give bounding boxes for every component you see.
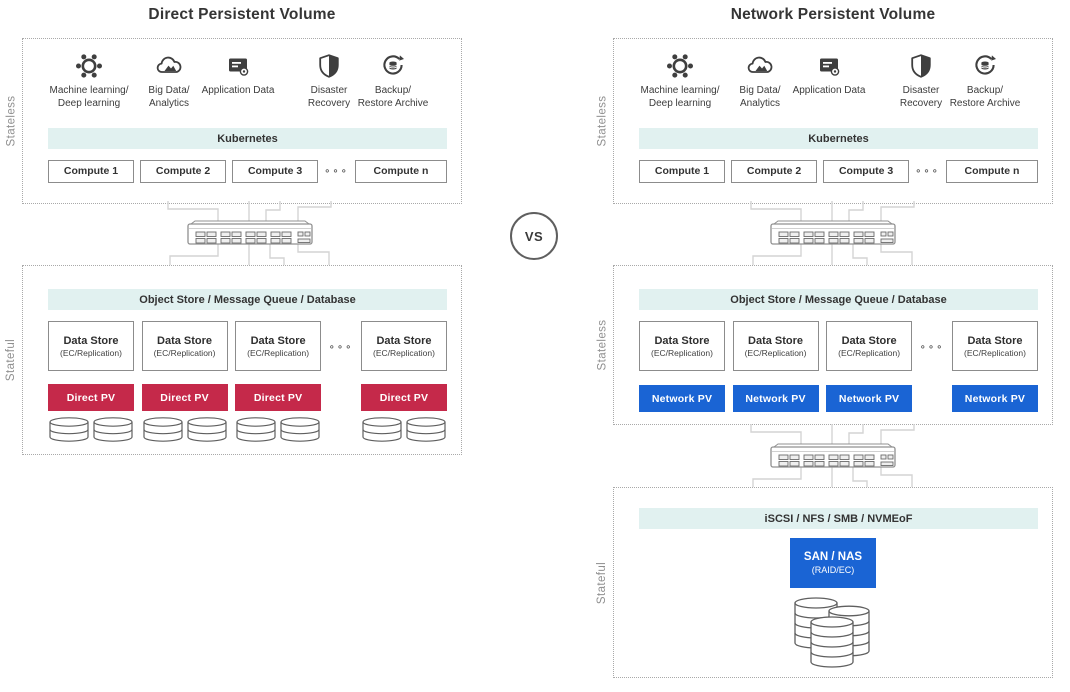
data-store-row: Data Store (EC/Replication) Network PV D… [639, 321, 1038, 412]
right-top-network-switch-icon [713, 200, 953, 266]
data-store-box: Data Store (EC/Replication) [639, 321, 725, 371]
backup-restore-icon [937, 52, 1033, 84]
compute-node-1: Compute 1 [639, 159, 725, 183]
left-stateful-label: Stateful [5, 338, 18, 382]
network-pv-box: Network PV [951, 385, 1038, 412]
workload-backup-restore: Backup/ Restore Archive [937, 52, 1033, 110]
store-ellipsis: ∘∘∘ [328, 342, 354, 353]
compute-node-n: Compute n [354, 159, 447, 183]
left-stateless-label: Stateless [5, 95, 17, 147]
workload-backup-restore: Backup/ Restore Archive [345, 52, 441, 110]
data-store-row: Data Store (EC/Replication) Direct PV Da… [48, 321, 447, 448]
data-store-box: Data Store (EC/Replication) [732, 321, 819, 371]
right-stateless-box: Machine learning/ Deep learning Big Data… [613, 38, 1053, 204]
workload-big-data: Big Data/ Analytics [712, 52, 808, 110]
direct-pv-box: Direct PV [48, 384, 134, 411]
vs-badge: VS [510, 212, 558, 260]
direct-pv-box: Direct PV [141, 384, 228, 411]
machine-learning-icon [632, 52, 728, 84]
storage-column: Data Store (EC/Replication) Direct PV [360, 321, 447, 448]
workload-disaster-recovery: Disaster Recovery [873, 52, 969, 110]
right-bottom-network-switch-icon [713, 423, 953, 489]
compute-node-2: Compute 2 [140, 159, 227, 183]
right-middle-box: Object Store / Message Queue / Database … [613, 265, 1053, 425]
application-data-icon [781, 52, 877, 84]
application-data-icon [190, 52, 286, 84]
direct-pv-box: Direct PV [235, 384, 322, 411]
storage-column: Data Store (EC/Replication) Network PV [639, 321, 725, 412]
workload-disaster-recovery: Disaster Recovery [281, 52, 377, 110]
big-data-icon [121, 52, 217, 84]
workload-application-data: Application Data [190, 52, 286, 97]
disaster-recovery-icon [873, 52, 969, 84]
storage-column: Data Store (EC/Replication) Network PV [732, 321, 819, 412]
data-store-box: Data Store (EC/Replication) [826, 321, 913, 371]
data-store-box: Data Store (EC/Replication) [235, 321, 322, 371]
left-stateful-box: Object Store / Message Queue / Database … [22, 265, 462, 455]
storage-column: Data Store (EC/Replication) Direct PV [141, 321, 228, 448]
compute-ellipsis: ∘∘∘ [915, 165, 940, 177]
left-network-switch-icon [130, 200, 370, 266]
san-nas-box: SAN / NAS (RAID/EC) [790, 538, 876, 588]
compute-node-3: Compute 3 [232, 159, 319, 183]
compute-node-n: Compute n [945, 159, 1038, 183]
data-store-box: Data Store (EC/Replication) [360, 321, 447, 371]
right-stateless-label: Stateless [596, 95, 608, 147]
workload-big-data: Big Data/ Analytics [121, 52, 217, 110]
network-pv-box: Network PV [639, 385, 725, 412]
network-pv-box: Network PV [826, 385, 913, 412]
workload-machine-learning: Machine learning/ Deep learning [41, 52, 137, 110]
database-pair-icon [142, 417, 228, 448]
disaster-recovery-icon [281, 52, 377, 84]
database-cluster-icon [793, 595, 873, 674]
object-store-bar: Object Store / Message Queue / Database [48, 289, 447, 310]
workload-machine-learning: Machine learning/ Deep learning [632, 52, 728, 110]
storage-column: Data Store (EC/Replication) Network PV [826, 321, 913, 412]
kubernetes-bar: Kubernetes [48, 128, 447, 149]
direct-pv-box: Direct PV [360, 384, 447, 411]
database-pair-icon [361, 417, 447, 448]
storage-column: Data Store (EC/Replication) Network PV [951, 321, 1038, 412]
storage-column: Data Store (EC/Replication) Direct PV [235, 321, 322, 448]
machine-learning-icon [41, 52, 137, 84]
object-store-bar: Object Store / Message Queue / Database [639, 289, 1038, 310]
compute-node-2: Compute 2 [731, 159, 818, 183]
kubernetes-bar: Kubernetes [639, 128, 1038, 149]
data-store-box: Data Store (EC/Replication) [48, 321, 134, 371]
compute-row: Compute 1 Compute 2 Compute 3 ∘∘∘ Comput… [48, 159, 447, 183]
left-diagram-title: Direct Persistent Volume [148, 6, 336, 23]
big-data-icon [712, 52, 808, 84]
right-stateful-box: iSCSI / NFS / SMB / NVMEoF SAN / NAS (RA… [613, 487, 1053, 678]
left-stateless-box: Machine learning/ Deep learning Big Data… [22, 38, 462, 204]
compute-row: Compute 1 Compute 2 Compute 3 ∘∘∘ Comput… [639, 159, 1038, 183]
protocol-bar: iSCSI / NFS / SMB / NVMEoF [639, 508, 1038, 529]
storage-column: Data Store (EC/Replication) Direct PV [48, 321, 134, 448]
data-store-box: Data Store (EC/Replication) [141, 321, 228, 371]
right-stateful-label: Stateful [596, 561, 609, 604]
store-ellipsis: ∘∘∘ [919, 342, 945, 353]
database-pair-icon [48, 417, 134, 448]
workload-application-data: Application Data [781, 52, 877, 97]
compute-node-3: Compute 3 [823, 159, 910, 183]
right-diagram-title: Network Persistent Volume [730, 6, 936, 23]
backup-restore-icon [345, 52, 441, 84]
data-store-box: Data Store (EC/Replication) [951, 321, 1038, 371]
compute-ellipsis: ∘∘∘ [324, 165, 349, 177]
database-pair-icon [235, 417, 321, 448]
right-middle-stateless-label: Stateless [596, 319, 608, 371]
network-pv-box: Network PV [732, 385, 819, 412]
compute-node-1: Compute 1 [48, 159, 134, 183]
